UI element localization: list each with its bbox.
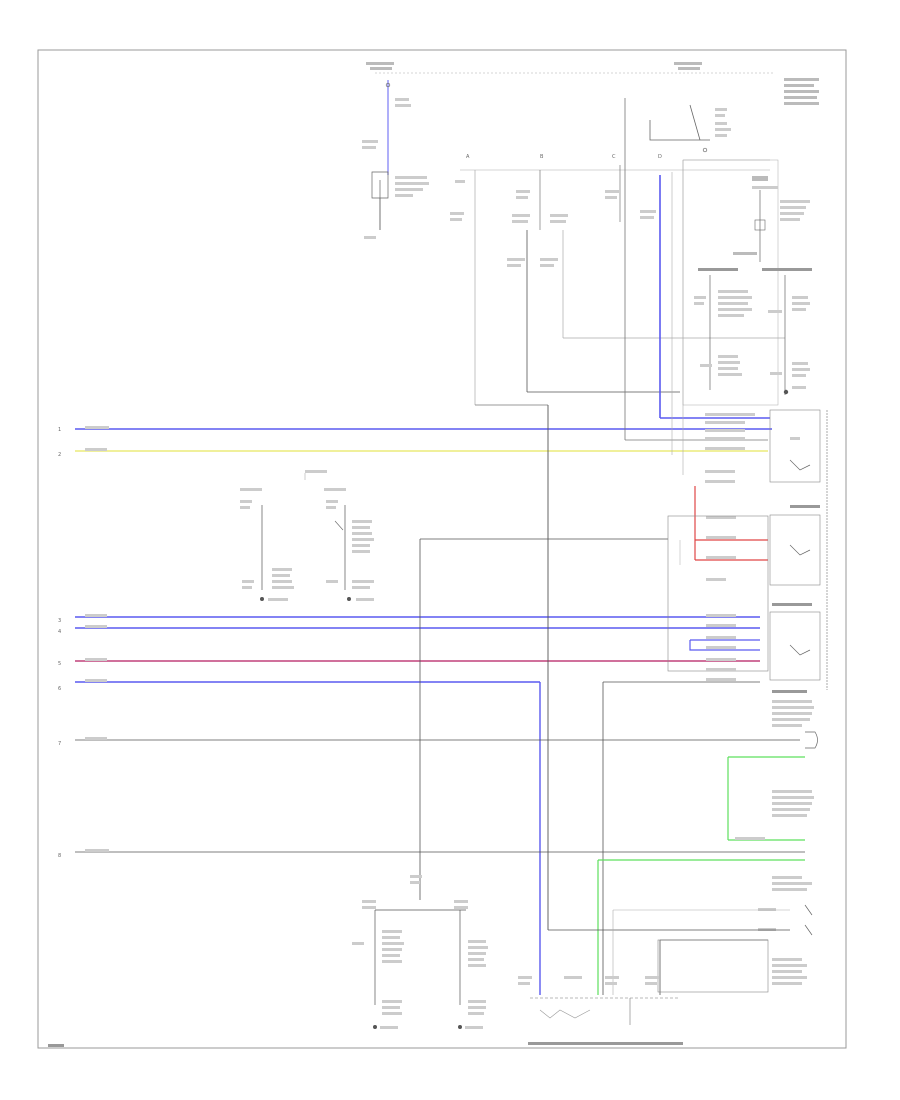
connector-7: 7: [58, 741, 61, 747]
relay-3: [602, 515, 821, 995]
right-top-component-block: [682, 159, 812, 406]
left-sensor-2: [304, 470, 374, 601]
top-labels: [362, 62, 819, 267]
connector-b: B: [540, 154, 544, 160]
connector-2: 2: [58, 452, 61, 458]
connector-4: 4: [58, 629, 61, 635]
connector-3: 3: [58, 618, 61, 624]
connector-d: D: [658, 154, 662, 160]
connector-a: A: [466, 154, 470, 160]
green-wire-labels: [735, 837, 765, 840]
top-connector-labels: A B C D: [466, 154, 662, 160]
connector-c: C: [612, 154, 616, 160]
bottom-sensor-2: [458, 910, 488, 1029]
page-number-mark: [48, 1044, 64, 1047]
relay-2: [419, 486, 821, 900]
lower-switch: [548, 904, 813, 995]
harness-wires: [75, 428, 805, 995]
top-power-feeds: [375, 72, 785, 930]
top-switch-left: [371, 82, 391, 230]
top-switch-right: [649, 104, 710, 153]
connector-1: 1: [58, 427, 61, 433]
left-connector-labels: 1 2 3 4 5 6 7 8: [58, 427, 61, 859]
right-lower-labels: [758, 690, 818, 985]
connector-8: 8: [58, 853, 61, 859]
page-border: [37, 49, 847, 1049]
connector-6: 6: [58, 686, 61, 692]
connector-5: 5: [58, 661, 61, 667]
left-sensor-1: [240, 488, 294, 601]
bottom-connector: [518, 976, 683, 1045]
wire-labels: [85, 426, 109, 852]
relay-1: [705, 409, 821, 483]
bottom-sensor-1: [352, 875, 468, 1029]
